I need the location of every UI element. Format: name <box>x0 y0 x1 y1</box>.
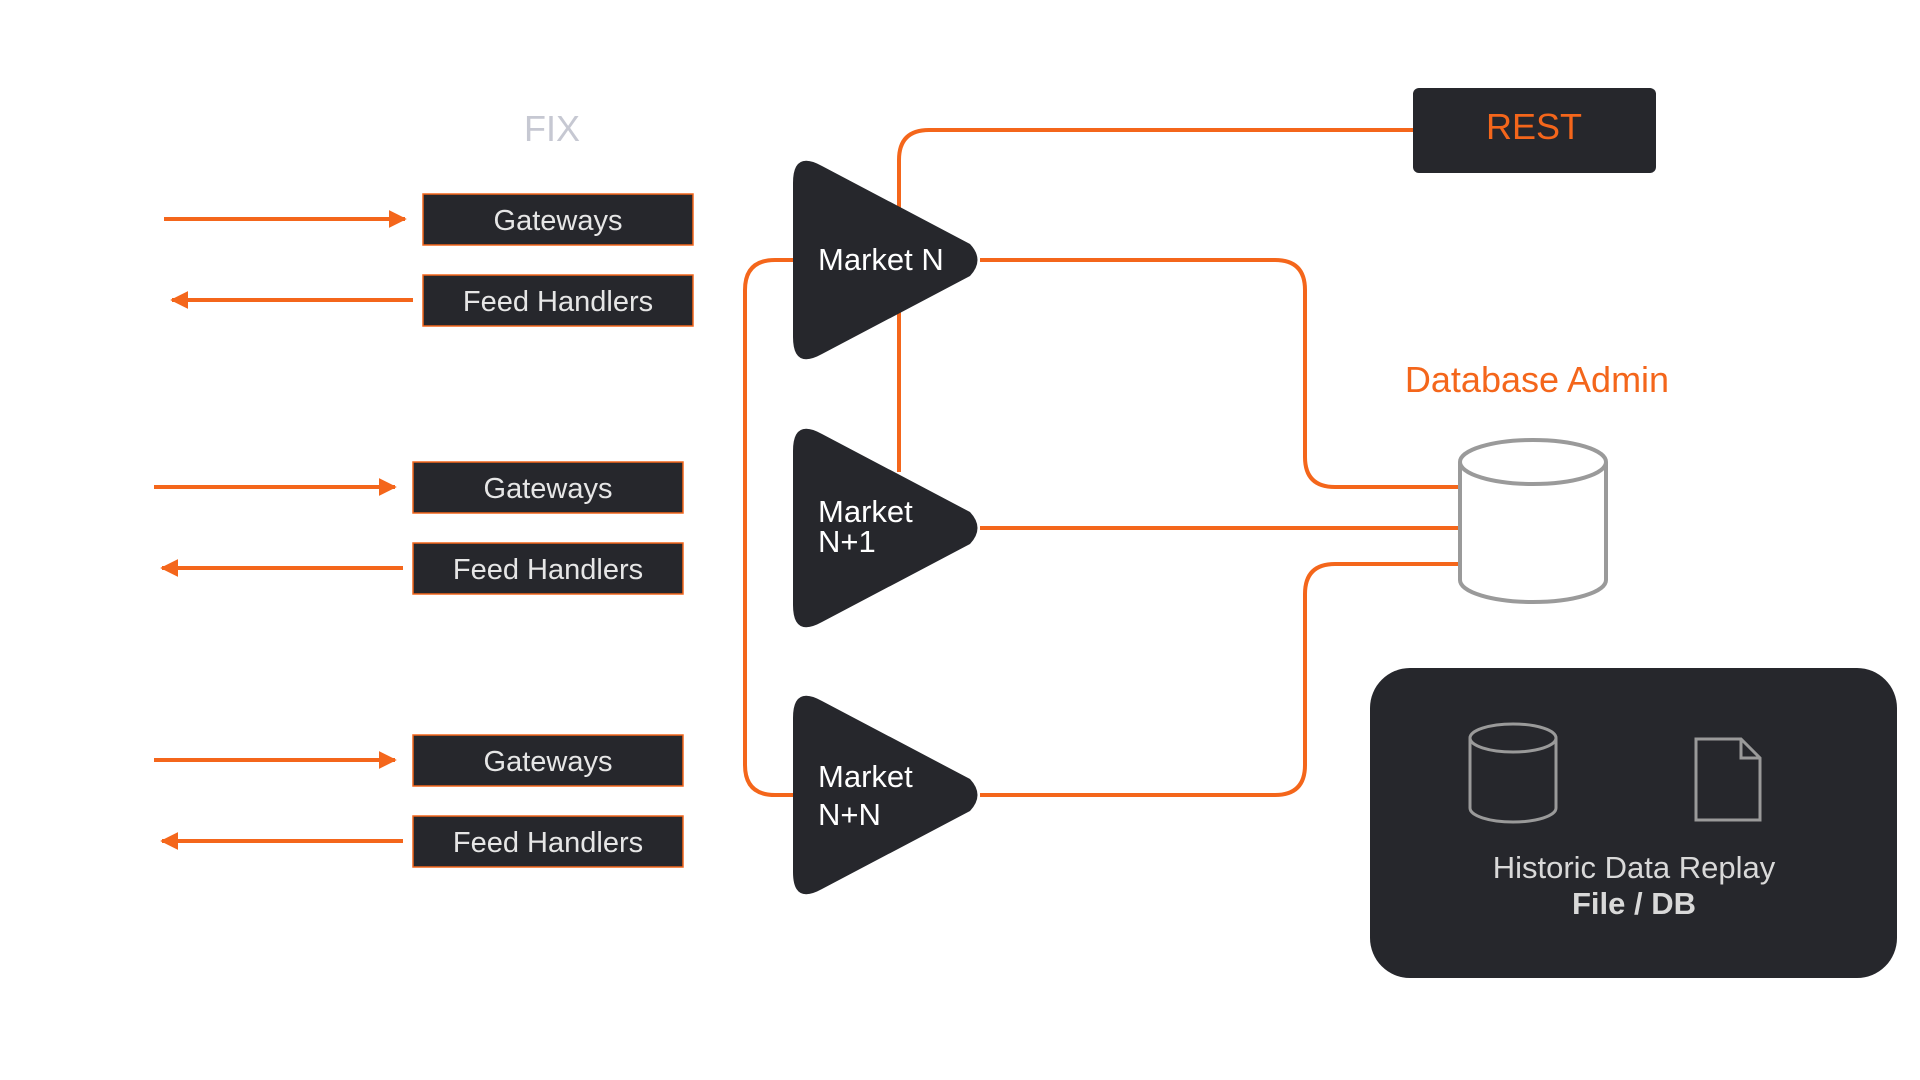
gateways-label: Gateways <box>494 205 623 237</box>
gateways-label: Gateways <box>484 473 613 505</box>
gateways-box <box>422 193 694 246</box>
historic-replay-panel: Historic Data Replay File / DB <box>1370 668 1897 978</box>
fix-label: FIX <box>524 108 580 149</box>
database-icon <box>1468 722 1558 824</box>
historic-subtitle: File / DB <box>1572 886 1696 921</box>
market-nn-node: Market N+N <box>793 695 978 895</box>
feed-handlers-box <box>412 542 684 595</box>
feed-handlers-box <box>412 815 684 868</box>
gateways-box <box>412 734 684 787</box>
market-n-label: Market N <box>818 242 944 277</box>
group-1: Gateways Feed Handlers <box>164 193 694 327</box>
market-n1-label-line2: N+1 <box>818 524 876 559</box>
connectors <box>743 128 1458 797</box>
gateways-label: Gateways <box>484 746 613 778</box>
database-icon <box>1458 438 1608 604</box>
feed-handlers-box <box>422 274 694 327</box>
market-n1-node: Market N+1 <box>793 428 978 628</box>
market-n-node: Market N <box>793 160 978 360</box>
left-bracket-connector <box>743 258 793 797</box>
feed-handlers-label: Feed Handlers <box>453 827 643 859</box>
market-n-db-connector <box>980 258 1458 489</box>
historic-title: Historic Data Replay <box>1493 850 1776 885</box>
feed-handlers-label: Feed Handlers <box>453 554 643 586</box>
market-nn-label-line1: Market <box>818 759 913 794</box>
market-nn-db-connector <box>980 562 1458 797</box>
market-n1-label-line1: Market <box>818 494 913 529</box>
group-3: Gateways Feed Handlers <box>154 734 684 868</box>
market-nn-label-line2: N+N <box>818 797 881 832</box>
file-icon <box>1694 737 1762 822</box>
group-2: Gateways Feed Handlers <box>154 461 684 595</box>
rest-connector <box>897 128 1415 230</box>
rest-label: REST <box>1486 106 1582 147</box>
rest-box: REST <box>1413 88 1656 173</box>
gateways-box <box>412 461 684 514</box>
feed-handlers-label: Feed Handlers <box>463 286 653 318</box>
database-admin-label: Database Admin <box>1405 359 1669 400</box>
